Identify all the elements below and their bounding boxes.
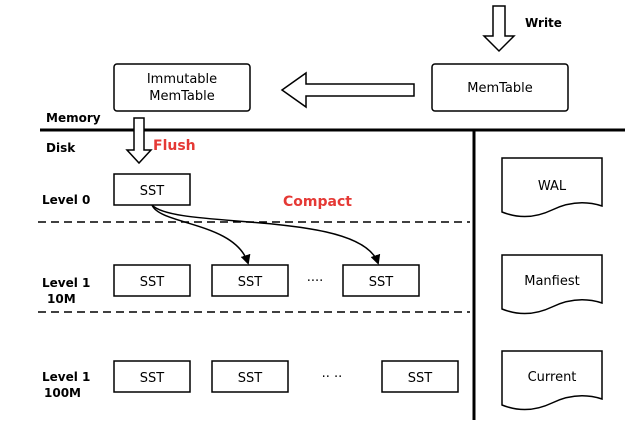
level-2-sst-1-label: SST <box>140 371 165 386</box>
current-file <box>501 350 603 411</box>
wal-file <box>501 157 603 218</box>
level-2-size: 100M <box>44 386 81 400</box>
flush-label: Flush <box>153 138 196 154</box>
level-2-sst-1 <box>113 360 191 393</box>
manifest-file <box>501 254 603 315</box>
manifest-file-label: Manfiest <box>524 274 579 289</box>
disk-label: Disk <box>46 141 76 155</box>
write-arrow <box>482 5 516 53</box>
write-label: Write <box>525 16 562 30</box>
memtable-label: MemTable <box>467 81 533 96</box>
rotate-arrow <box>280 71 415 109</box>
level-0-sst <box>113 173 191 206</box>
level-2-sst-2-label: SST <box>238 371 263 386</box>
level-0-label: Level 0 <box>42 193 90 207</box>
level-1-sst-2 <box>211 264 289 297</box>
level-1-sst-2-label: SST <box>238 275 263 290</box>
wal-file-label: WAL <box>538 179 567 194</box>
level-1-sst-1 <box>113 264 191 297</box>
compact-arrow-2 <box>151 204 381 265</box>
level-1-sst-3 <box>342 264 420 297</box>
immutable-memtable-box <box>113 63 251 112</box>
level-1-size: 10M <box>47 292 76 306</box>
current-file-label: Current <box>528 370 577 385</box>
level-0-sst-label: SST <box>140 184 165 199</box>
level-1-sst-1-label: SST <box>140 275 165 290</box>
level-2-sst-2 <box>211 360 289 393</box>
level-2-label: Level 1 <box>42 370 90 384</box>
level-2-ellipsis: ·· ·· <box>322 370 343 385</box>
level-2-sst-3 <box>381 360 459 393</box>
level-1-ellipsis: ···· <box>307 274 324 289</box>
memory-label: Memory <box>46 111 101 125</box>
flush-arrow <box>125 117 153 165</box>
level-1-label: Level 1 <box>42 276 90 290</box>
memtable-box <box>431 63 569 112</box>
compact-arrow-1 <box>151 204 251 265</box>
immutable-memtable-label-line2: MemTable <box>149 89 215 104</box>
immutable-memtable-label-line1: Immutable <box>147 72 217 87</box>
level-1-sst-3-label: SST <box>369 275 394 290</box>
compact-label: Compact <box>283 194 352 210</box>
level-2-sst-3-label: SST <box>408 371 433 386</box>
